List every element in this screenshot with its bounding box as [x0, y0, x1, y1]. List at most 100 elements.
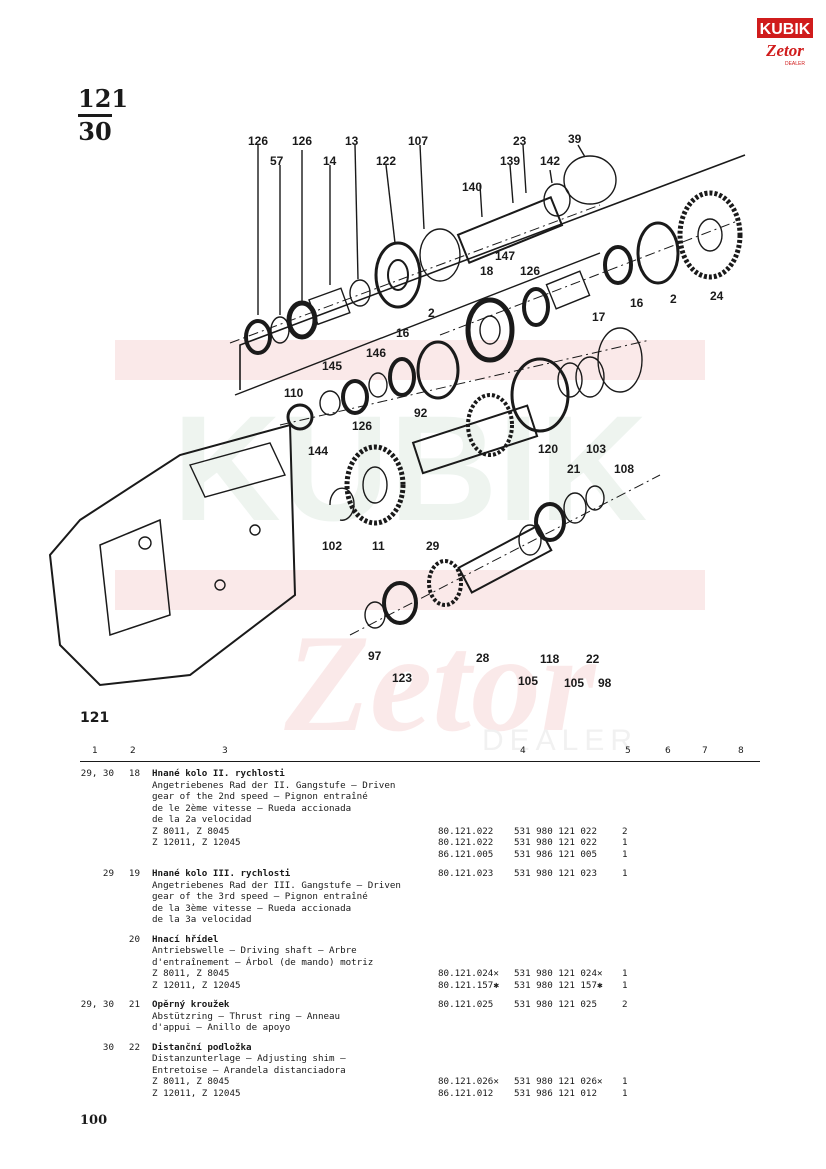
col-header-4: 4 [520, 746, 526, 756]
col-header-5: 5 [625, 746, 631, 756]
part-position: 22 [128, 1041, 140, 1053]
diagram-label-102: 102 [322, 539, 342, 553]
diagram-label-16b: 16 [396, 326, 410, 340]
diagram-label-126c: 126 [520, 264, 540, 278]
page-tag-bottom: 30 [78, 117, 112, 146]
diagram-label-13: 13 [345, 134, 359, 148]
part-position: 20 [128, 933, 140, 945]
diagram-label-123: 123 [392, 671, 412, 685]
variant-models: Z 8011, Z 8045 [152, 825, 230, 837]
part-quantity: 1 [622, 979, 628, 991]
diagram-label-21: 21 [567, 462, 581, 476]
diagram-label-105b: 105 [564, 676, 584, 690]
part-description-line: de la 2a velocidad [152, 814, 252, 825]
part-number: 80.121.026✕ [438, 1076, 499, 1087]
variant-models: Z 12011, Z 12045 [152, 837, 241, 848]
diagram-label-146: 146 [366, 346, 386, 360]
diagram-label-142: 142 [540, 154, 560, 168]
part-description-line: Distanzunterlage — Adjusting shim — [152, 1053, 346, 1064]
diagram-label-57: 57 [270, 154, 284, 168]
col-header-1: 1 [92, 746, 98, 756]
diagram-label-144: 144 [308, 444, 328, 458]
part-position: 21 [128, 999, 140, 1010]
diagram-label-107: 107 [408, 134, 428, 148]
diagram-label-147: 147 [495, 249, 515, 263]
diagram-label-11: 11 [372, 539, 385, 553]
diagram-label-103: 103 [586, 442, 606, 456]
variant-models: Z 12011, Z 12045 [152, 1087, 241, 1099]
part-quantity: 2 [622, 999, 628, 1010]
part-figure: 30 [102, 1041, 114, 1053]
page-tag-divider [78, 114, 112, 117]
part-number: 80.121.022 [438, 825, 494, 837]
part-description-line: Antriebswelle — Driving shaft — Arbre [152, 945, 357, 956]
diagram-label-23: 23 [513, 134, 527, 148]
part-number: 80.121.025 [438, 999, 494, 1010]
col-header-3: 3 [222, 746, 228, 756]
section-label: 121 [80, 710, 110, 726]
variant-models: Z 12011, Z 12045 [152, 979, 241, 991]
part-position: 18 [128, 768, 140, 779]
diagram-label-108: 108 [614, 462, 634, 476]
diagram-label-22: 22 [586, 652, 600, 666]
part-number: 531 986 121 005 [514, 848, 597, 860]
part-number: 86.121.005 [438, 848, 494, 860]
diagram-label-140: 140 [462, 180, 482, 194]
part-position: 19 [128, 868, 140, 879]
col-header-2: 2 [130, 746, 136, 756]
diagram-label-122: 122 [376, 154, 396, 168]
variant-models: Z 8011, Z 8045 [152, 968, 230, 979]
part-number: 531 980 121 024✕ [514, 968, 603, 979]
diagram-label-118: 118 [540, 652, 560, 666]
part-description-line: Angetriebenes Rad der III. Gangstufe — D… [152, 879, 401, 891]
logo-icon: KUBIK Zetor DEALER [757, 18, 813, 67]
watermark-sub: Zetor [283, 606, 597, 760]
part-description-line: Abstützring — Thrust ring — Anneau [152, 1010, 341, 1022]
part-quantity: 2 [622, 825, 628, 837]
page-tag: 121 30 [78, 84, 129, 146]
part-description-line: d'entraînement — Árbol (de mando) motriz [152, 956, 374, 968]
part-title: Distanční podložka [152, 1041, 252, 1053]
part-description-line: de le 2ème vitesse — Rueda accionada [152, 802, 352, 814]
logo-sub: Zetor [765, 41, 804, 60]
col-header-8: 8 [738, 746, 744, 756]
part-number: 531 980 121 022 [514, 837, 597, 848]
part-quantity: 1 [622, 868, 628, 879]
page-tag-top: 121 [78, 84, 129, 113]
kubik-zetor-logo: KUBIK Zetor DEALER [757, 18, 813, 68]
diagram-label-2b: 2 [670, 292, 677, 306]
part-number: 531 980 121 157✱ [514, 979, 603, 991]
part-number: 531 980 121 026✕ [514, 1076, 603, 1087]
diagram-label-139: 139 [500, 154, 520, 168]
diagram-label-92: 92 [414, 406, 428, 420]
part-number: 86.121.012 [438, 1087, 494, 1099]
col-header-6: 6 [665, 746, 671, 756]
diagram-label-126d: 126 [352, 419, 372, 433]
diagram-label-24: 24 [710, 289, 724, 303]
diagram-label-105a: 105 [518, 674, 538, 688]
part-number: 531 980 121 025 [514, 999, 597, 1010]
part-quantity: 1 [622, 1087, 628, 1099]
diagram-label-29: 29 [426, 539, 440, 553]
diagram-label-126a: 126 [248, 134, 268, 148]
part-description-line: de la 3ème vitesse — Rueda accionada [152, 902, 352, 914]
part-quantity: 1 [622, 837, 628, 848]
part-description-line: de la 3a velocidad [152, 914, 252, 925]
diagram-label-98: 98 [598, 676, 612, 690]
diagram-label-39: 39 [568, 132, 582, 146]
part-description-line: gear of the 3rd speed — Pignon entraîné [152, 891, 368, 902]
diagram-label-16a: 16 [630, 296, 644, 310]
